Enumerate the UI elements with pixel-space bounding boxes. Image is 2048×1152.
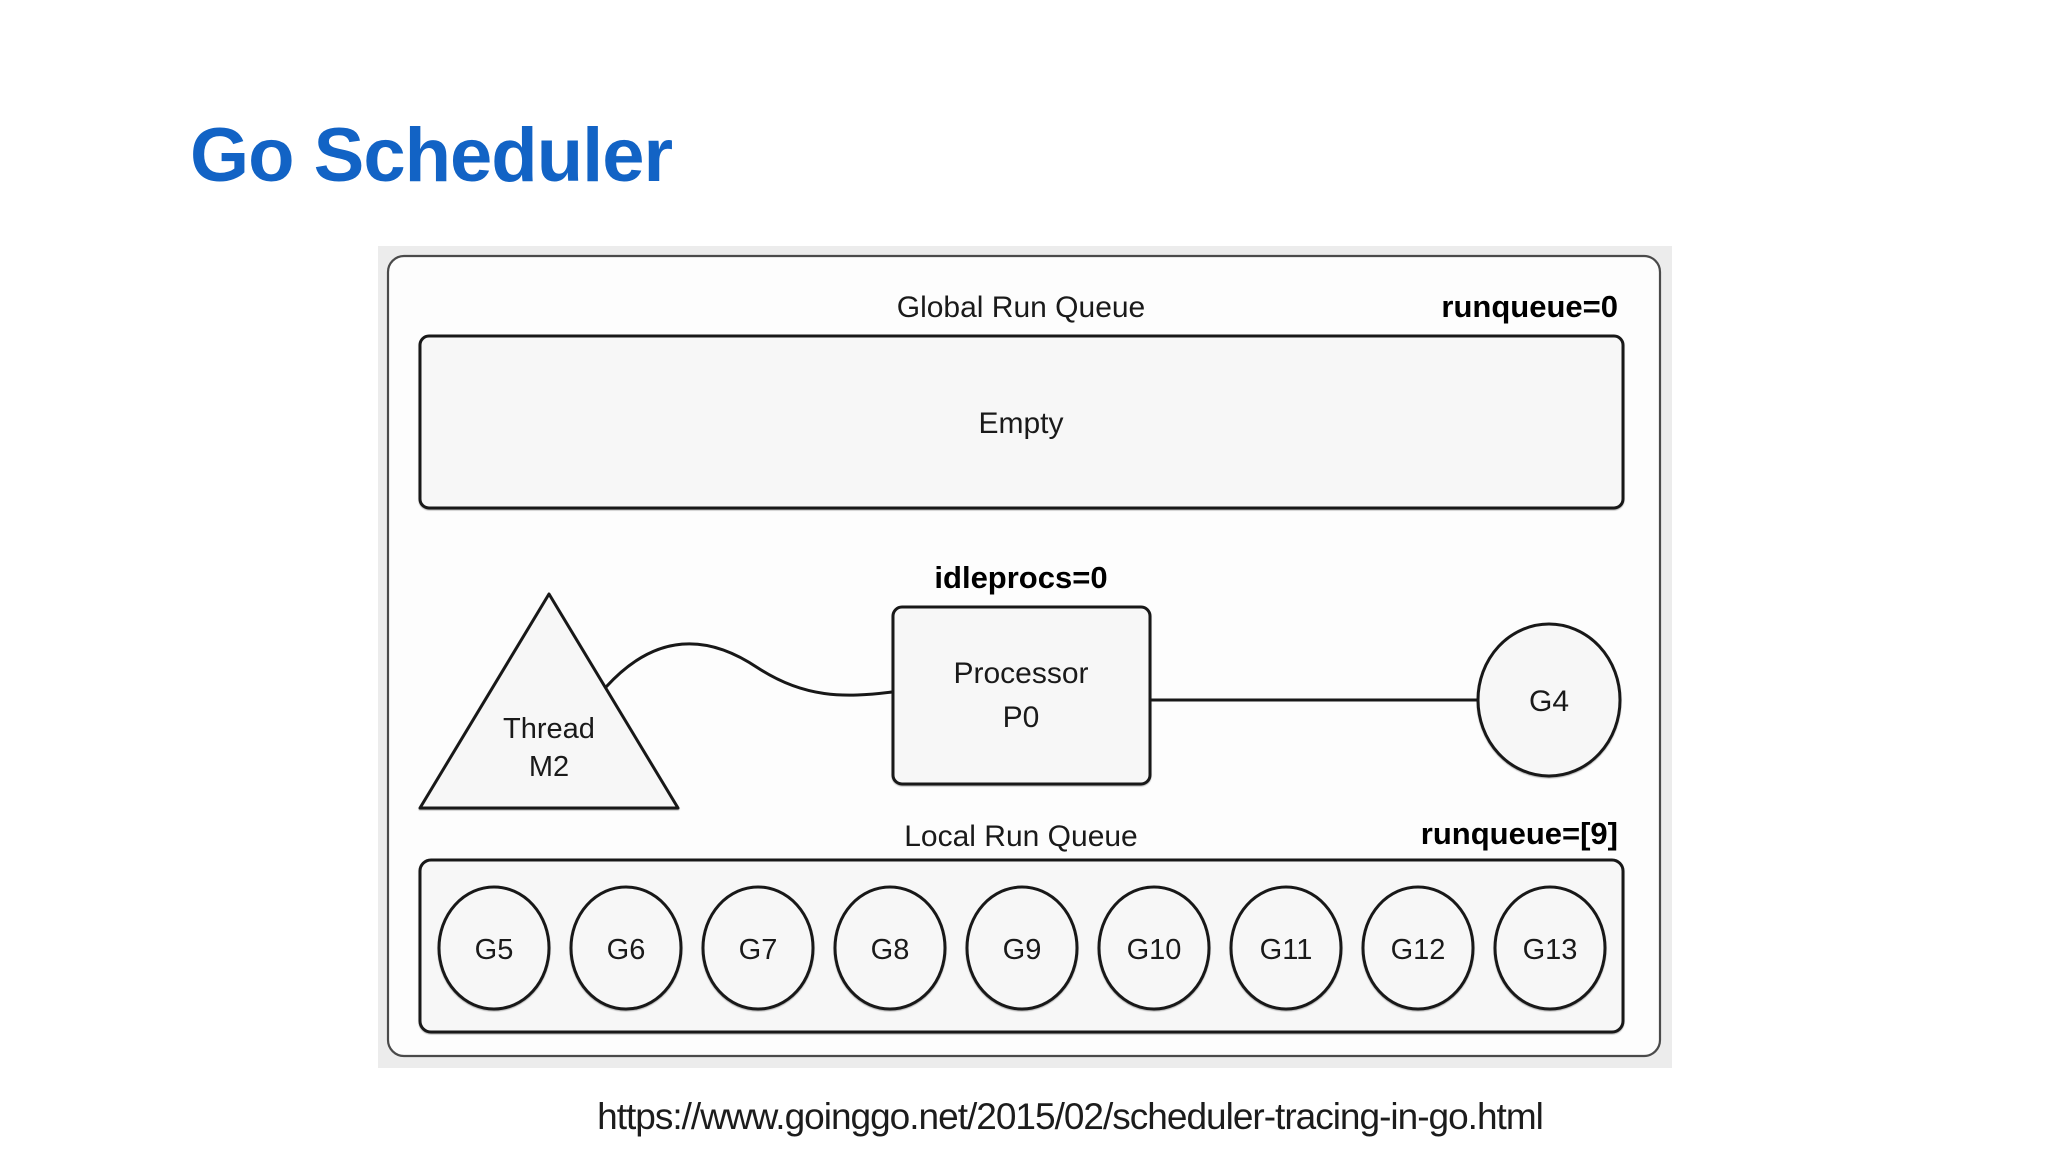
queued-goroutine-label: G10 bbox=[1127, 934, 1182, 966]
thread-processor-connector bbox=[604, 642, 894, 697]
thread-triangle bbox=[418, 592, 680, 810]
queued-goroutine-circle bbox=[965, 885, 1079, 1011]
queued-goroutine-label: G6 bbox=[607, 934, 646, 966]
local-runqueue-counter: runqueue=[9] bbox=[1421, 816, 1618, 851]
running-goroutine-circle bbox=[1476, 622, 1622, 778]
queued-goroutine-circle bbox=[569, 885, 683, 1011]
global-run-queue-box bbox=[418, 334, 1625, 510]
local-run-queue-label: Local Run Queue bbox=[904, 820, 1138, 853]
queued-goroutine-circle bbox=[833, 885, 947, 1011]
queued-goroutine-circle bbox=[1493, 885, 1607, 1011]
queued-goroutine-label: G9 bbox=[1003, 934, 1042, 966]
source-url: https://www.goinggo.net/2015/02/schedule… bbox=[597, 1096, 1544, 1137]
queued-goroutine-circle bbox=[1097, 885, 1211, 1011]
queued-goroutine-label: G8 bbox=[871, 934, 910, 966]
scheduler-diagram: Global Run Queue runqueue=0 Empty idlepr… bbox=[386, 254, 1662, 1058]
queued-goroutine-circle bbox=[701, 885, 815, 1011]
queued-goroutine-label: G11 bbox=[1260, 934, 1313, 966]
scheduler-diagram-canvas: Global Run Queue runqueue=0 Empty idlepr… bbox=[378, 246, 1672, 1068]
global-run-queue-label: Global Run Queue bbox=[897, 291, 1146, 324]
thread-label-line1: Thread bbox=[503, 713, 595, 745]
thread-label-line2: M2 bbox=[529, 751, 569, 783]
queued-goroutine-label: G12 bbox=[1391, 934, 1446, 966]
queued-goroutine-circle bbox=[1229, 885, 1343, 1011]
queued-goroutine-label: G13 bbox=[1523, 934, 1578, 966]
processor-label-line2: P0 bbox=[1003, 701, 1040, 734]
idleprocs-counter: idleprocs=0 bbox=[934, 560, 1107, 595]
queued-goroutine-label: G5 bbox=[475, 934, 514, 966]
global-run-queue-content: Empty bbox=[978, 407, 1063, 440]
page-title: Go Scheduler bbox=[190, 113, 673, 198]
queued-goroutine-circle bbox=[1361, 885, 1475, 1011]
queued-goroutine-circle bbox=[437, 885, 551, 1011]
processor-label-line1: Processor bbox=[953, 657, 1088, 690]
queued-goroutine-label: G7 bbox=[739, 934, 778, 966]
processor-box bbox=[891, 605, 1152, 786]
global-runqueue-counter: runqueue=0 bbox=[1441, 289, 1618, 324]
running-goroutine-label: G4 bbox=[1529, 685, 1569, 718]
